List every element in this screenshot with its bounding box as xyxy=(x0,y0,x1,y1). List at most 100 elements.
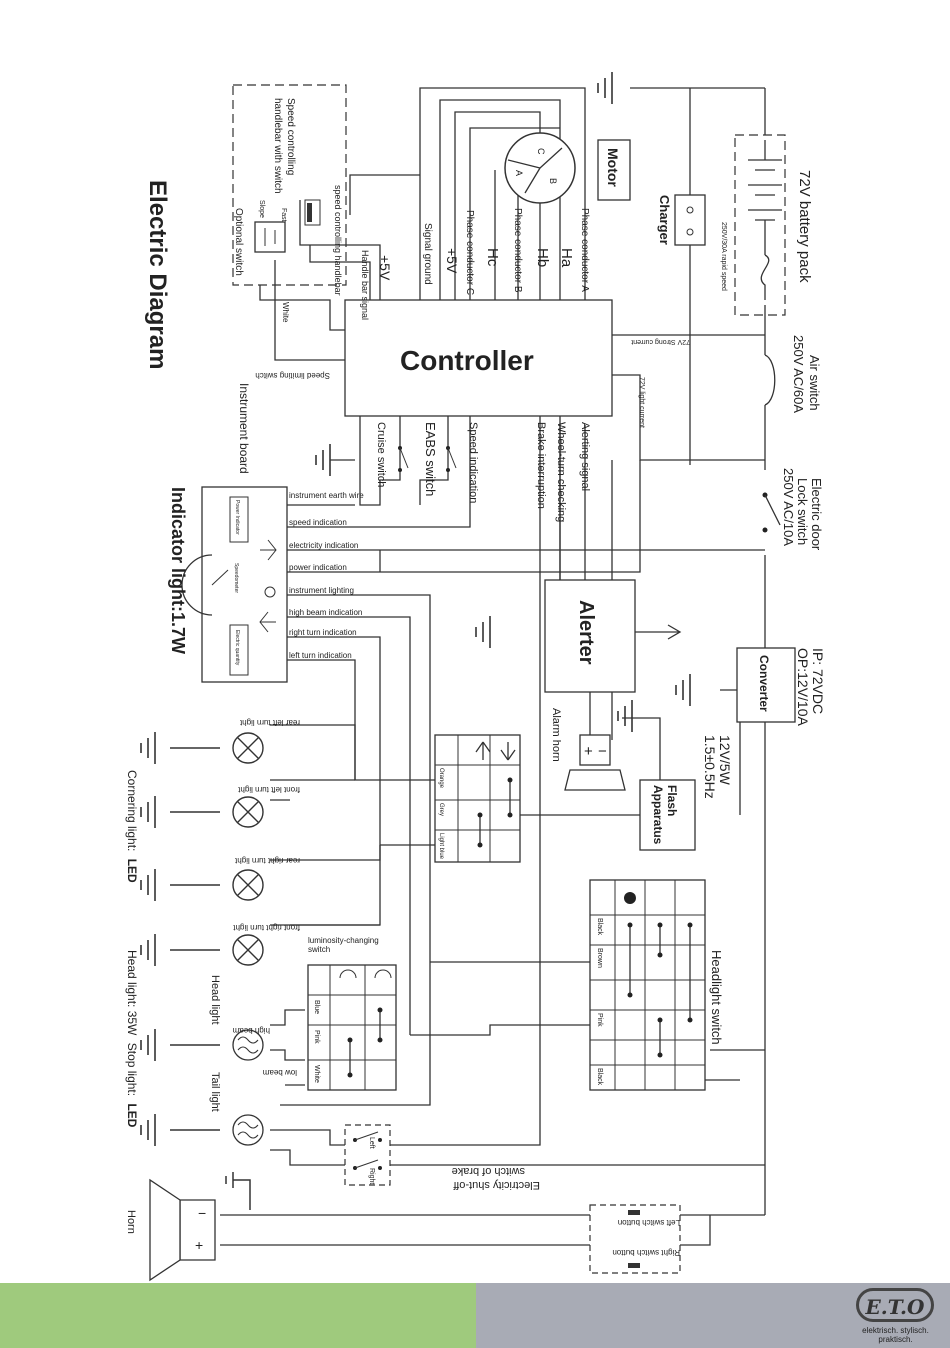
instrument-board-label: Instrument board xyxy=(237,383,251,474)
horn: − + Horn xyxy=(125,1178,216,1282)
speedometer-label: Speedometer xyxy=(233,563,239,593)
turn-col-orange: Orange xyxy=(438,768,444,789)
door-switch-rating: 250V AC/10A xyxy=(781,468,796,546)
flash-label-1: Flash xyxy=(665,785,679,816)
brake-switch-label2: switch of brake xyxy=(452,1165,525,1177)
alerter-label: Alerter xyxy=(575,600,597,665)
cornering-light-label: Cornering light: LED xyxy=(125,770,139,883)
headlight-switch-label: Headlight switch xyxy=(709,950,724,1045)
handlebar-speed-controlling: speed controlling handlebar xyxy=(333,185,343,296)
battery-pack: 72V battery pack 250V/30A rapid speed xyxy=(720,134,813,316)
air-switch: Air switch 250V AC/60A xyxy=(764,335,822,413)
handlebar-optional-switch: Optional switch xyxy=(233,208,244,276)
indicator-title: Indicator light:1.7W xyxy=(168,487,188,654)
controller-cruise-switch: Cruise switch xyxy=(375,422,387,487)
controller-eabs-switch: EABS switch xyxy=(423,422,438,496)
logo-mark: E.T.O xyxy=(856,1288,934,1322)
handlebar-title2: handlebar with switch xyxy=(272,98,283,194)
controller-label: Controller xyxy=(400,345,534,376)
controller-handle-bar-signal: Handle bar signal xyxy=(360,250,370,320)
flash-apparatus: Flash Apparatus 12V/5W 1.5±0.5Hz xyxy=(639,735,733,851)
headlight-row-brown: Brown xyxy=(596,948,603,968)
alerter: Alerter + − Alarm horn xyxy=(544,579,682,791)
footer-bar-green xyxy=(0,1283,476,1348)
horn-right-button: Right switch button xyxy=(612,1248,680,1257)
controller-strong-current: 72V Strong current xyxy=(631,338,690,345)
handlebar-fast: Fast xyxy=(280,208,287,222)
brand-logo: E.T.O elektrisch. stylisch. praktisch. xyxy=(848,1288,940,1344)
lum-row-white: White xyxy=(313,1065,320,1083)
battery-label: 72V battery pack xyxy=(796,170,813,283)
lum-switch-label1: luminosity-changing xyxy=(308,936,379,945)
converter: Converter IP: 72VDC OP:12V/10A xyxy=(736,647,826,726)
controller-speed-limiting-switch: Speed limiting switch xyxy=(255,371,330,380)
motor-label: Motor xyxy=(605,148,621,187)
handlebar-title1: Speed controlling xyxy=(285,98,296,175)
lum-switch-label2: switch xyxy=(308,945,330,954)
instr-line-electricity: electricity indication xyxy=(289,541,358,550)
controller-brake-interruption: Brake interruption xyxy=(535,422,547,509)
head-light-label: Head light xyxy=(209,975,221,1025)
stop-light-value: LED xyxy=(125,1103,139,1127)
page-title: Electric Diagram xyxy=(144,180,171,369)
electric-quantity-label: Electric quantity xyxy=(234,630,240,666)
instr-line-right-turn: right turn indication xyxy=(289,628,357,637)
controller-phase-c: Phase conductor C xyxy=(464,210,475,295)
door-lock-switch: Electric door Lock switch 250V AC/10A xyxy=(762,468,824,551)
air-switch-label: Air switch xyxy=(807,355,822,411)
luminosity-changing-switch: luminosity-changing switch Blue Pink Whi… xyxy=(307,936,397,1091)
controller-hc: Hc xyxy=(484,248,501,267)
head-stop-light-label: Head light: 35W Stop light: LED xyxy=(125,950,139,1128)
cornering-light-text: Cornering light: xyxy=(125,770,139,851)
horn-polarity-minus: − xyxy=(198,1205,206,1221)
controller-light-current: 72V light current xyxy=(638,377,645,428)
logo-tagline: elektrisch. stylisch. praktisch. xyxy=(862,1326,929,1344)
turn-signal-switch: Orange Grey Light blue xyxy=(434,734,521,863)
tail-light-label: Tail light xyxy=(209,1072,221,1112)
controller-alerting-signal: Alerting signal xyxy=(579,422,591,491)
cornering-light-value: LED xyxy=(125,859,139,883)
speed-controlling-handlebar: Speed controlling handlebar with switch … xyxy=(232,84,347,296)
front-left-turn-light: front left turn light xyxy=(237,785,300,794)
head-tail-lights: Head light Tail light high beam low beam xyxy=(209,975,297,1146)
instrument-lines: instrument earth wire speed indication e… xyxy=(289,491,364,660)
instrument-board: Instrument board Power Indicator Speedom… xyxy=(181,383,288,683)
charger-label: Charger xyxy=(657,195,672,245)
handlebar-slope: Slope xyxy=(258,200,265,218)
controller-plus5v-a: +5V xyxy=(444,248,460,274)
turn-col-light-blue: Light blue xyxy=(438,833,444,860)
horn-polarity-plus: + xyxy=(195,1237,203,1253)
horn-label: Horn xyxy=(125,1210,137,1234)
motor-phase-a: A xyxy=(514,170,524,176)
alerter-plus: + xyxy=(584,743,593,760)
rear-right-turn-light: rear right turn light xyxy=(234,856,300,865)
air-switch-rating: 250V AC/60A xyxy=(791,335,806,413)
lum-row-pink: Pink xyxy=(313,1030,320,1044)
controller-white-wire: White xyxy=(281,302,290,323)
instr-line-speed: speed indication xyxy=(289,518,347,527)
controller: Controller Phase conductor A Ha Hb Phase… xyxy=(255,208,690,522)
converter-op: OP:12V/10A xyxy=(795,648,811,726)
flash-spec-2: 1.5±0.5Hz xyxy=(702,735,718,799)
motor: Motor A B C xyxy=(504,132,631,204)
flash-label-2: Apparatus xyxy=(651,785,665,845)
controller-wheel-turn: Wheel-turn checking xyxy=(555,422,567,522)
alarm-horn-label: Alarm horn xyxy=(550,708,562,762)
controller-speed-indication: Speed indication xyxy=(467,422,479,503)
low-beam-label: low beam xyxy=(262,1068,297,1077)
horn-left-button: Left switch button xyxy=(618,1218,680,1227)
lum-row-blue: Blue xyxy=(313,1000,320,1014)
controller-phase-a: Phase conductor A xyxy=(579,208,590,292)
turn-col-grey: Grey xyxy=(438,803,444,816)
controller-hb: Hb xyxy=(534,248,551,267)
flash-spec-1: 12V/5W xyxy=(717,735,733,786)
brake-switch-left: Left xyxy=(368,1137,375,1149)
converter-label: Converter xyxy=(757,655,771,712)
charger: Charger xyxy=(657,194,706,246)
brake-switch-label1: Electricity shut-off xyxy=(452,1179,540,1191)
headlight-row-black1: Black xyxy=(596,918,603,936)
door-switch-line1: Electric door xyxy=(809,478,824,551)
door-switch-line2: Lock switch xyxy=(795,478,810,545)
head-light-spec: Head light: 35W xyxy=(125,950,139,1036)
